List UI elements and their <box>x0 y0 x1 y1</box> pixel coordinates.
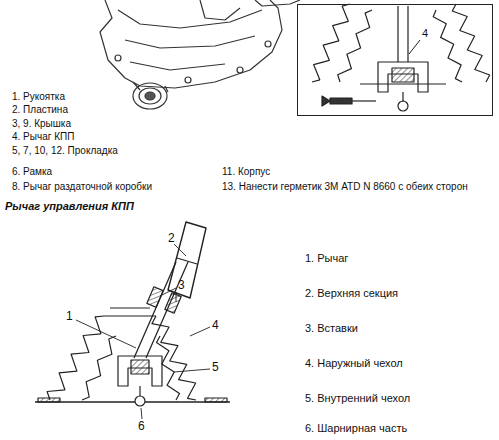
bellows-boot <box>157 336 180 400</box>
callout-number: 2 <box>168 232 175 246</box>
part-list-item: 6. Рамка <box>12 166 52 178</box>
callout-number: 4 <box>212 319 219 333</box>
part-list-item: 5, 7, 10, 12. Прокладка <box>12 145 118 157</box>
part-list-item: 5. Внутренний чехол <box>305 392 410 405</box>
callout-number: 1 <box>66 310 73 324</box>
part-list-item: 3. Вставки <box>305 322 358 335</box>
bellows-boot <box>452 4 489 82</box>
part-list-item: 4. Рычаг КПП <box>12 131 74 143</box>
callout-number: 6 <box>138 420 145 434</box>
bellows-boot <box>433 10 462 82</box>
bellows-boot <box>82 336 116 400</box>
shift-lever-drawing <box>35 222 230 419</box>
callout-number: 3 <box>178 279 185 293</box>
part-list-item: 11. Корпус <box>222 166 270 178</box>
part-list-item: 1. Рукоятка <box>12 91 65 103</box>
bellows-boot <box>312 4 350 82</box>
part-list-item: 1. Рычаг <box>305 252 348 265</box>
note-text: 13. Нанести герметик 3М ATD N 8660 с обе… <box>222 181 468 193</box>
part-list-item: 8. Рычаг раздаточной коробки <box>12 181 152 193</box>
transmission-housing <box>100 0 300 109</box>
part-list-item: 6. Шарнирная часть <box>305 422 407 435</box>
callout-number: 5 <box>212 361 219 375</box>
inset-frame: 4 <box>297 4 493 116</box>
part-list-item: 2. Верхняя секция <box>305 287 398 300</box>
inset-lever-drawing <box>312 4 490 111</box>
part-list-item: 4. Наружный чехол <box>305 357 403 370</box>
part-list-item: 2. Пластина <box>12 104 68 116</box>
callout-number: 4 <box>421 27 429 39</box>
figure-title: Рычаг управления КПП <box>5 200 134 212</box>
bellows-boot <box>338 10 372 82</box>
part-list-item: 3, 9. Крышка <box>12 118 71 130</box>
